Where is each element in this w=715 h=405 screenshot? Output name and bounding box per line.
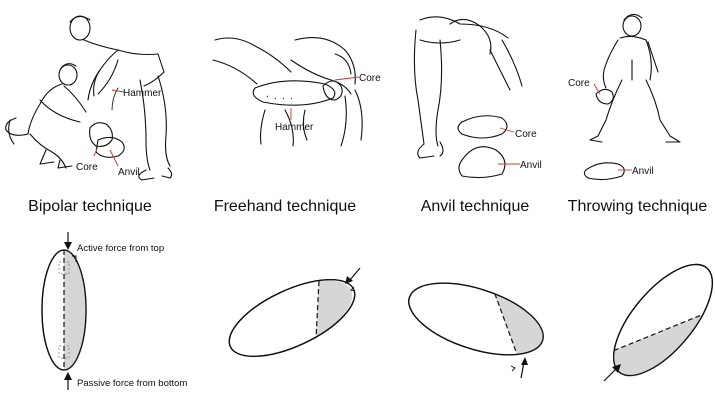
annotation-passive-force: Passive force from bottom [77, 378, 187, 389]
panel-throwing: Core Anvil Throwing technique [560, 0, 715, 405]
anvil-schematic [390, 0, 560, 405]
panel-anvil: Core Anvil Anvil technique [390, 0, 560, 405]
panel-freehand: Core Hammer Freehand technique [195, 0, 375, 405]
bipolar-flake-shade [64, 250, 86, 370]
freehand-schematic [195, 0, 375, 405]
throwing-schematic [560, 0, 715, 405]
arrow-anvil-contact [521, 357, 528, 378]
bipolar-schematic: Active force from top Passive force from… [0, 0, 180, 405]
arrow-hammer-blow [345, 268, 360, 284]
freehand-core-outline [219, 264, 366, 372]
arrow-active-force [64, 232, 72, 250]
panel-bipolar: Hammer Core Anvil Bipolar technique Acti… [0, 0, 180, 405]
annotation-active-force: Active force from top [77, 243, 164, 254]
arrow-passive-force [64, 372, 72, 390]
